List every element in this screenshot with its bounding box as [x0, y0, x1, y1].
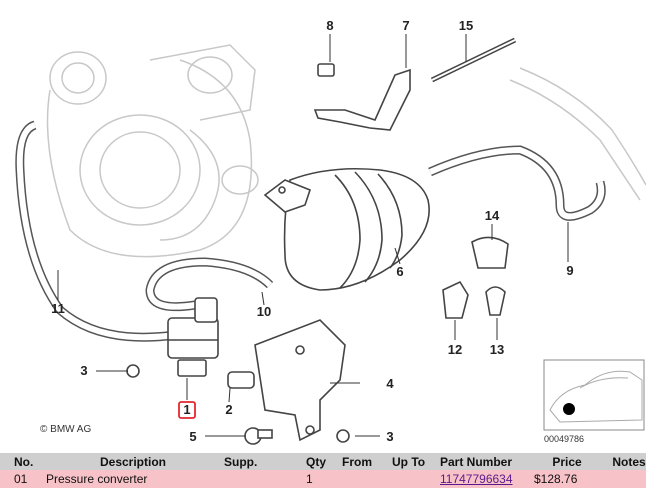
- clip-12: [442, 280, 469, 319]
- callout-1[interactable]: 1: [183, 402, 190, 417]
- damper-2: [227, 371, 255, 389]
- col-qty: Qty: [304, 453, 340, 470]
- callout-1-highlight: [178, 401, 196, 419]
- callout-7[interactable]: 7: [402, 18, 409, 33]
- row-from: [340, 470, 390, 488]
- callout-4[interactable]: 4: [386, 376, 394, 391]
- callout-8[interactable]: 8: [326, 18, 333, 33]
- car-location-inset: [543, 359, 645, 431]
- callout-2[interactable]: 2: [225, 402, 232, 417]
- bolt-5: [244, 427, 273, 445]
- nut-3b: [336, 429, 350, 443]
- clip-13: [485, 286, 506, 316]
- col-no: No.: [0, 453, 44, 470]
- row-part-number: 11747796634: [438, 470, 532, 488]
- col-part-number: Part Number: [438, 453, 532, 470]
- parts-table: No. Description Supp. Qty From Up To Par…: [0, 453, 646, 488]
- parts-diagram: 1 2 3 3 4 5 6 7 8 9 10 11 12 13 14 15 © …: [15, 18, 646, 445]
- row-qty: 1: [304, 470, 340, 488]
- row-price: $128.76: [532, 470, 602, 488]
- vacuum-reservoir: [263, 167, 430, 291]
- clip-14: [471, 236, 509, 269]
- callout-11[interactable]: 11: [51, 301, 65, 316]
- callout-3b[interactable]: 3: [386, 429, 393, 444]
- callout-3a[interactable]: 3: [80, 363, 87, 378]
- table-row[interactable]: 01 Pressure converter 1 11747796634 $128…: [0, 470, 646, 488]
- leader-lines: [57, 34, 569, 437]
- col-supp: Supp.: [222, 453, 304, 470]
- bracket-7: [313, 68, 411, 131]
- callout-10[interactable]: 10: [257, 304, 271, 319]
- nut-3a: [126, 364, 140, 378]
- bracket: [254, 319, 346, 442]
- callout-12[interactable]: 12: [448, 342, 462, 357]
- image-id: 00049786: [544, 434, 584, 444]
- col-price: Price: [532, 453, 602, 470]
- col-description: Description: [44, 453, 222, 470]
- part-number-link[interactable]: 11747796634: [440, 472, 513, 486]
- callout-9[interactable]: 9: [566, 263, 573, 278]
- callout-6[interactable]: 6: [396, 264, 403, 279]
- grommet-8: [317, 63, 335, 77]
- row-upto: [390, 470, 438, 488]
- location-marker: [563, 403, 575, 415]
- table-header-row: No. Description Supp. Qty From Up To Par…: [0, 453, 646, 470]
- col-notes: Notes: [602, 453, 646, 470]
- row-no: 01: [0, 470, 44, 488]
- hose-11: [15, 120, 176, 342]
- pipe-outline: [509, 67, 646, 201]
- row-notes: [602, 470, 646, 488]
- callout-13[interactable]: 13: [490, 342, 504, 357]
- col-from: From: [340, 453, 390, 470]
- callout-15[interactable]: 15: [459, 18, 473, 33]
- col-upto: Up To: [390, 453, 438, 470]
- row-supp: [222, 470, 304, 488]
- copyright-watermark: © BMW AG: [40, 424, 91, 435]
- callout-5[interactable]: 5: [189, 429, 196, 444]
- pressure-converter: [167, 297, 219, 377]
- row-description: Pressure converter: [44, 470, 222, 488]
- turbocharger-outline: [46, 44, 259, 258]
- callout-14[interactable]: 14: [485, 208, 500, 223]
